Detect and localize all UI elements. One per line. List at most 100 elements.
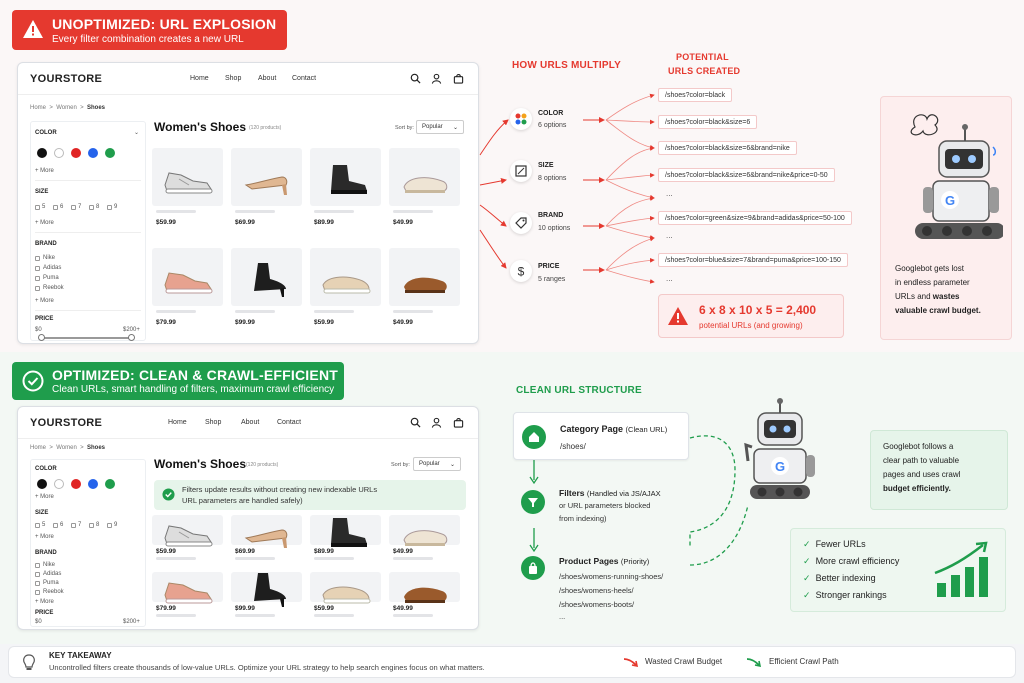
nav-home[interactable]: Home bbox=[190, 75, 209, 82]
brand-checkbox[interactable] bbox=[35, 572, 40, 577]
product-card[interactable] bbox=[231, 148, 302, 206]
size-checkbox[interactable] bbox=[107, 523, 112, 528]
takeaway-title: KEY TAKEAWAY bbox=[49, 651, 112, 660]
color-swatch-blue[interactable] bbox=[88, 479, 98, 489]
price-slider-handle-min[interactable] bbox=[38, 334, 45, 341]
store-mockup-unoptimized: YOURSTORE Home Shop About Contact Home >… bbox=[17, 62, 479, 344]
size-option: 7 bbox=[78, 522, 82, 528]
cart-icon[interactable] bbox=[453, 73, 464, 84]
red-arrow-icon bbox=[623, 658, 639, 667]
url-item: /shoes?color=blue&size=7&brand=puma&pric… bbox=[658, 253, 848, 267]
size-checkbox[interactable] bbox=[71, 523, 76, 528]
size-checkbox[interactable] bbox=[35, 205, 40, 210]
product-card[interactable] bbox=[152, 515, 223, 547]
size-more-link[interactable]: + More bbox=[35, 534, 54, 540]
brand-option: Nike bbox=[43, 562, 56, 568]
filter-brand-label: BRAND bbox=[35, 241, 57, 247]
product-card[interactable] bbox=[389, 572, 460, 603]
user-icon[interactable] bbox=[431, 417, 442, 428]
nav-contact[interactable]: Contact bbox=[292, 75, 317, 82]
url-item: /shoes?color=black bbox=[658, 88, 733, 102]
brand-checkbox[interactable] bbox=[35, 276, 40, 281]
sort-select[interactable]: Popular⌄ bbox=[413, 457, 461, 471]
product-card[interactable] bbox=[231, 515, 302, 548]
size-checkbox[interactable] bbox=[107, 205, 112, 210]
store-header: YOURSTORE Home Shop About Contact bbox=[18, 407, 478, 439]
size-checkbox[interactable] bbox=[89, 205, 94, 210]
nav-about[interactable]: About bbox=[241, 419, 260, 426]
color-swatch-black[interactable] bbox=[37, 148, 47, 158]
product-card[interactable] bbox=[389, 248, 460, 306]
brand-checkbox[interactable] bbox=[35, 286, 40, 291]
url-ellipsis: ... bbox=[666, 274, 673, 283]
product-card[interactable] bbox=[231, 572, 302, 607]
size-more-link[interactable]: + More bbox=[35, 220, 54, 226]
size-option: 6 bbox=[60, 522, 64, 528]
brand-more-link[interactable]: + More bbox=[35, 298, 54, 304]
color-more-link[interactable]: + More bbox=[35, 494, 54, 500]
sort-select[interactable]: Popular⌄ bbox=[416, 120, 464, 134]
color-filter-icon bbox=[510, 108, 532, 130]
product-card[interactable] bbox=[231, 248, 302, 306]
brand-checkbox[interactable] bbox=[35, 256, 40, 261]
brand-checkbox[interactable] bbox=[35, 590, 40, 595]
price-slider-handle-max[interactable] bbox=[128, 334, 135, 341]
nav-home[interactable]: Home bbox=[168, 419, 187, 426]
price-slider-track[interactable] bbox=[41, 337, 131, 339]
brand-more-link[interactable]: + More bbox=[35, 599, 54, 605]
size-option: 8 bbox=[96, 204, 100, 210]
rating-placeholder bbox=[235, 210, 275, 213]
product-card[interactable] bbox=[310, 248, 381, 306]
product-price: $69.99 bbox=[235, 219, 255, 226]
brand-checkbox[interactable] bbox=[35, 563, 40, 568]
size-checkbox[interactable] bbox=[71, 205, 76, 210]
shoe-image bbox=[396, 508, 454, 557]
color-swatch-green[interactable] bbox=[105, 148, 115, 158]
color-swatch-white[interactable] bbox=[54, 148, 64, 158]
product-url-ellipsis: ... bbox=[559, 612, 566, 621]
nav-shop[interactable]: Shop bbox=[225, 75, 242, 82]
brand-checkbox[interactable] bbox=[35, 581, 40, 586]
lost-text-4: valuable crawl budget. bbox=[895, 306, 981, 315]
filters-note-3: from indexing) bbox=[559, 514, 607, 523]
product-card[interactable] bbox=[152, 572, 223, 604]
rating-placeholder bbox=[393, 557, 433, 560]
nav-contact[interactable]: Contact bbox=[277, 419, 302, 426]
size-checkbox[interactable] bbox=[35, 523, 40, 528]
color-swatch-red[interactable] bbox=[71, 148, 81, 158]
product-card[interactable] bbox=[310, 148, 381, 206]
product-card[interactable] bbox=[310, 515, 381, 547]
product-card[interactable] bbox=[152, 148, 223, 206]
size-checkbox[interactable] bbox=[53, 523, 58, 528]
color-swatch-green[interactable] bbox=[105, 479, 115, 489]
optimized-subtitle: Clean URLs, smart handling of filters, m… bbox=[52, 384, 335, 395]
url-formula-sub: potential URLs (and growing) bbox=[699, 321, 803, 330]
product-card[interactable] bbox=[389, 515, 460, 546]
benefits-card: ✓ Fewer URLs ✓ More crawl efficiency ✓ B… bbox=[790, 528, 1006, 612]
product-card[interactable] bbox=[389, 148, 460, 206]
brand-option: Adidas bbox=[43, 571, 62, 577]
size-checkbox[interactable] bbox=[53, 205, 58, 210]
chevron-down-icon[interactable]: ⌄ bbox=[134, 130, 140, 136]
size-checkbox[interactable] bbox=[89, 523, 94, 528]
brand-checkbox[interactable] bbox=[35, 266, 40, 271]
user-icon[interactable] bbox=[431, 73, 442, 84]
search-icon[interactable] bbox=[410, 417, 421, 428]
search-icon[interactable] bbox=[410, 73, 421, 84]
brand-option: Reebok bbox=[43, 285, 64, 291]
product-card[interactable] bbox=[152, 248, 223, 306]
product-card[interactable] bbox=[310, 572, 381, 604]
store-header: YOURSTORE Home Shop About Contact bbox=[18, 63, 478, 95]
nav-shop[interactable]: Shop bbox=[205, 419, 222, 426]
color-swatch-white[interactable] bbox=[54, 479, 64, 489]
benefit-item: ✓ Better indexing bbox=[803, 573, 876, 583]
legend-wasted: Wasted Crawl Budget bbox=[645, 657, 723, 666]
url-count-callout: 6 x 8 x 10 x 5 = 2,400 potential URLs (a… bbox=[658, 294, 844, 338]
color-more-link[interactable]: + More bbox=[35, 168, 54, 174]
color-swatch-black[interactable] bbox=[37, 479, 47, 489]
nav-about[interactable]: About bbox=[258, 75, 277, 82]
color-swatch-red[interactable] bbox=[71, 479, 81, 489]
cart-icon[interactable] bbox=[453, 417, 464, 428]
color-swatch-blue[interactable] bbox=[88, 148, 98, 158]
filter-price-label: PRICE bbox=[35, 316, 54, 322]
